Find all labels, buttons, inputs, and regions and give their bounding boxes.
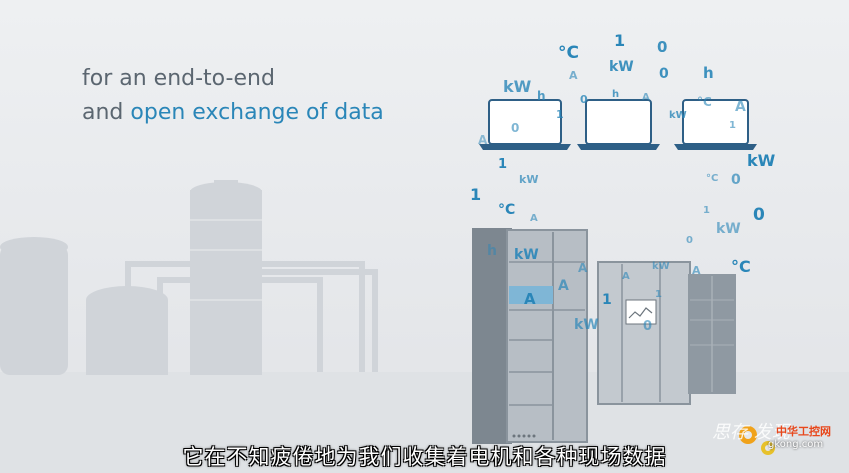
data-token: 1 [703, 205, 710, 216]
data-token: kW [514, 247, 539, 263]
data-token: A [642, 92, 650, 103]
factory-outlines [190, 219, 262, 301]
laptop-icon [479, 99, 571, 150]
watermark-site-name: 中华工控网 [776, 425, 831, 438]
data-token: kW [669, 110, 687, 121]
data-token: h [612, 89, 619, 100]
data-token: 1 [655, 289, 662, 300]
data-token: kW [747, 151, 776, 170]
data-token: A [530, 213, 538, 224]
data-token: 1 [614, 31, 625, 50]
data-token: °C [706, 173, 718, 184]
data-token: kW [652, 261, 670, 272]
data-token: kW [574, 317, 599, 333]
data-token: 0 [731, 172, 741, 188]
headline-prefix: and [82, 100, 124, 125]
factory-pipes [125, 261, 378, 372]
data-token: °C [558, 43, 579, 63]
data-token: A [478, 133, 488, 147]
headline-text-1: for an end-to-end [82, 66, 275, 91]
laptop-icon [577, 99, 660, 150]
data-token: 0 [657, 38, 667, 56]
data-token: 0 [511, 121, 519, 135]
data-token: kW [609, 59, 634, 75]
headline-highlight: open exchange of data [130, 100, 384, 125]
data-token: A [692, 264, 701, 277]
cabinet-icon [472, 228, 588, 444]
data-token: kW [716, 221, 741, 237]
laptop-icon [674, 99, 757, 150]
data-token: 0 [659, 66, 669, 82]
headline-line-1: for an end-to-end [82, 66, 275, 91]
data-token: h [703, 64, 714, 82]
data-token: h [537, 89, 546, 103]
data-token: A [578, 261, 588, 275]
data-token: 0 [580, 93, 588, 106]
data-token: °C [697, 95, 712, 109]
subtitle-caption: 它在不知疲倦地为我们收集着电机和各种现场数据 [182, 445, 667, 469]
gear-icon [739, 426, 775, 455]
data-token: 1 [729, 120, 736, 131]
cabinet-icon [688, 274, 736, 394]
data-token: °C [498, 202, 515, 218]
data-token: A [558, 278, 569, 294]
data-token: 0 [686, 235, 693, 246]
data-token: h [487, 243, 497, 259]
data-token: 1 [470, 185, 481, 204]
data-token: 1 [602, 292, 612, 308]
data-token: A [569, 69, 578, 82]
data-token: 1 [498, 157, 507, 172]
data-token: A [735, 99, 746, 115]
data-token: kW [503, 77, 532, 96]
data-token: 1 [556, 108, 564, 121]
watermark-tagline: 思存 发现 [712, 422, 790, 443]
data-token: A [524, 290, 536, 308]
data-token: A [622, 271, 630, 282]
watermark-url: gkong.com [768, 439, 824, 450]
headline-line-2: and open exchange of data [82, 100, 384, 125]
data-token: kW [519, 173, 538, 186]
data-token: °C [731, 257, 751, 276]
data-token: 0 [753, 205, 765, 225]
data-token: 0 [643, 319, 652, 334]
